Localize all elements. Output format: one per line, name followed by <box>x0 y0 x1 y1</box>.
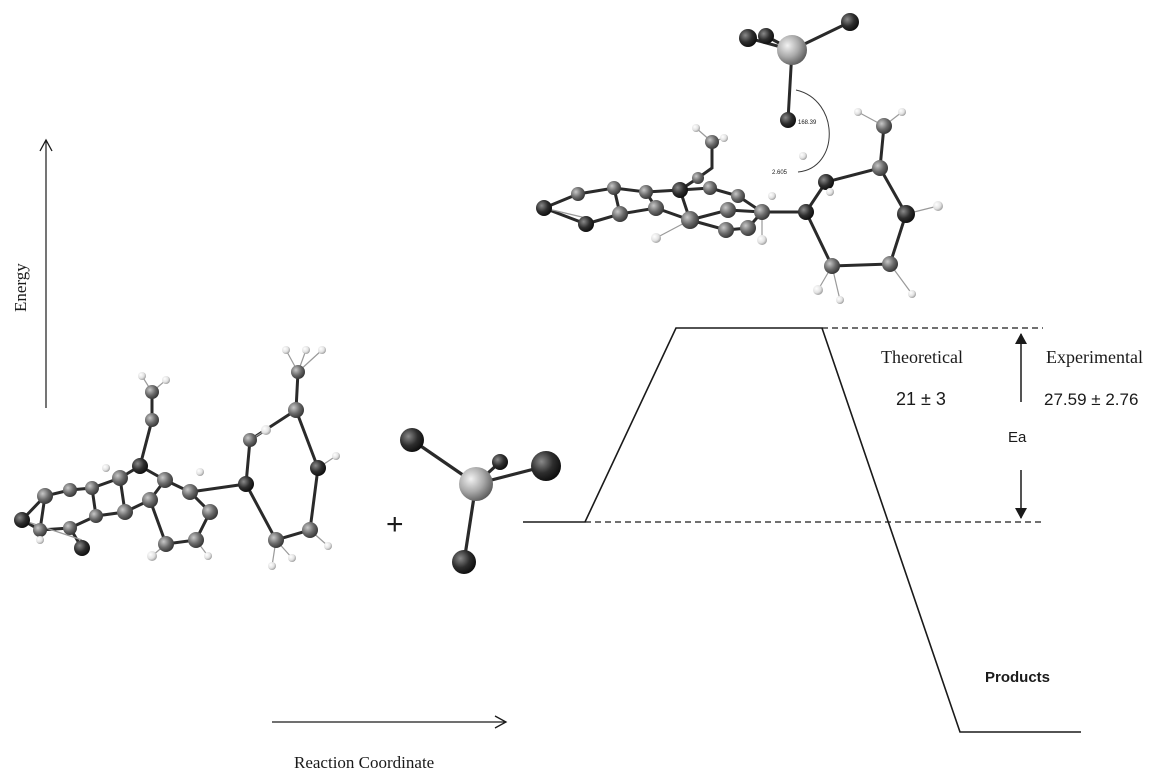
transition-state-structure: 168.39 2.605 <box>536 13 943 304</box>
products-label: Products <box>985 669 1050 686</box>
energy-profile-line <box>523 327 1081 733</box>
metal-complex <box>400 428 561 574</box>
theoretical-label: Theoretical <box>881 347 963 367</box>
energy-axis-label: Energy <box>11 263 30 312</box>
theoretical-value: 21 ± 3 <box>896 389 946 409</box>
experimental-value: 27.59 ± 2.76 <box>1044 390 1138 409</box>
reaction-coordinate-label: Reaction Coordinate <box>294 753 434 772</box>
ea-label: Ea <box>1008 429 1027 446</box>
reactant-molecule <box>14 346 340 570</box>
angle-label: 168.39 <box>798 120 817 126</box>
angle-arc <box>795 89 830 173</box>
plus-sign: + <box>386 508 404 541</box>
distance-label: 2.605 <box>772 170 788 176</box>
experimental-label: Experimental <box>1046 347 1143 367</box>
